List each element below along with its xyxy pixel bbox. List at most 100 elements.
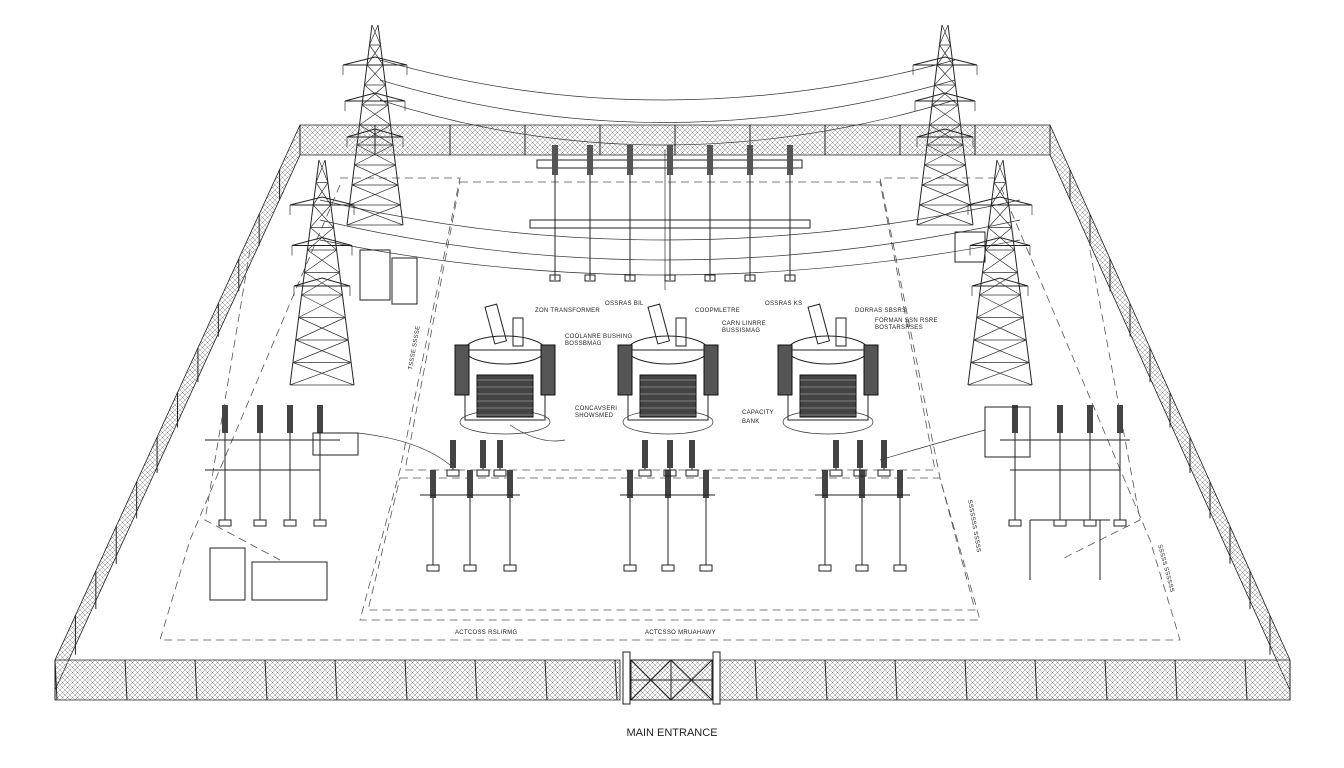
label: CONCAVSERI: [575, 406, 617, 412]
lattice-tower: [912, 24, 978, 226]
post-base: [744, 274, 756, 282]
fence-post: [54, 659, 58, 701]
post-base: [1083, 519, 1097, 527]
lattice-tower: [342, 24, 408, 226]
insulator: [703, 470, 709, 498]
insulator: [857, 440, 863, 468]
post-base: [877, 469, 891, 477]
insulator: [642, 440, 648, 468]
fence-post: [1174, 659, 1178, 701]
post-base: [493, 469, 507, 477]
insulator: [467, 470, 473, 498]
fence-post: [404, 659, 408, 701]
insulator: [587, 145, 593, 175]
post-base: [699, 564, 713, 572]
fence-post: [124, 659, 128, 701]
post-base: [426, 564, 440, 572]
fence-post: [1104, 659, 1108, 701]
insulator: [707, 145, 713, 175]
post-base: [704, 274, 716, 282]
insulator: [1012, 405, 1018, 433]
bushing: [647, 303, 671, 345]
post-base: [829, 469, 843, 477]
label: BANK: [742, 419, 760, 425]
insulator: [667, 145, 673, 175]
post-base: [663, 469, 677, 477]
road-label: TSSSE SSSSE: [408, 325, 422, 370]
post-base: [218, 519, 232, 527]
control-cabinets: [209, 231, 1031, 601]
road-label: ACTCOSS RSLIRMG: [455, 630, 518, 636]
label: OSSRAS BIL: [605, 301, 644, 307]
radiator: [540, 344, 556, 396]
insulator: [430, 470, 436, 498]
label: CARN LINRRE: [722, 321, 766, 327]
radiator: [454, 344, 470, 396]
insulator: [222, 405, 228, 433]
fence-post: [754, 659, 758, 701]
insulator: [627, 470, 633, 498]
radiator: [703, 344, 719, 396]
power-transformer: [617, 303, 719, 435]
radiator: [863, 344, 879, 396]
post-base: [855, 564, 869, 572]
fence-post: [264, 659, 268, 701]
label: DORRAS SBSRS: [855, 308, 906, 314]
fence-post: [194, 659, 198, 701]
post-base: [313, 519, 327, 527]
insulator: [627, 145, 633, 175]
post-base: [253, 519, 267, 527]
insulator: [507, 470, 513, 498]
road-label: SSSSSSS SSSSS: [966, 499, 981, 553]
post-base: [853, 469, 867, 477]
insulator: [667, 440, 673, 468]
insulator: [497, 440, 503, 468]
bushing: [484, 303, 508, 345]
radiator: [639, 374, 697, 418]
post-base: [818, 564, 832, 572]
post-base: [503, 564, 517, 572]
post-base: [624, 274, 636, 282]
post-base: [1053, 519, 1067, 527]
insulator: [897, 470, 903, 498]
insulator: [822, 470, 828, 498]
lattice-tower: [967, 159, 1033, 386]
insulator: [665, 470, 671, 498]
transmission-towers: [289, 24, 1033, 386]
insulator: [450, 440, 456, 468]
fence-post: [1034, 659, 1038, 701]
power-transformer: [777, 303, 879, 435]
insulator: [787, 145, 793, 175]
insulator: [1087, 405, 1093, 433]
insulator: [833, 440, 839, 468]
main-gate[interactable]: [622, 651, 721, 705]
post-base: [1113, 519, 1127, 527]
label: COOPMLETRE: [695, 308, 740, 314]
post-base: [283, 519, 297, 527]
fence-post: [334, 659, 338, 701]
fence-post: [1244, 659, 1248, 701]
fence-post: [614, 659, 618, 701]
insulator: [552, 145, 558, 175]
post-base: [549, 274, 561, 282]
radiator: [476, 374, 534, 418]
transformers: [454, 303, 879, 435]
insulator: [1117, 405, 1123, 433]
post-base: [893, 564, 907, 572]
post-base: [685, 469, 699, 477]
fence-post: [894, 659, 898, 701]
lattice-tower: [289, 159, 355, 386]
post-base: [661, 564, 675, 572]
insulator: [859, 470, 865, 498]
post-base: [463, 564, 477, 572]
fence-post: [544, 659, 548, 701]
insulator: [747, 145, 753, 175]
insulator: [480, 440, 486, 468]
power-transformer: [454, 303, 556, 435]
post-base: [623, 564, 637, 572]
post-base: [446, 469, 460, 477]
radiator: [617, 344, 633, 396]
bushing: [835, 317, 847, 347]
bushing: [675, 317, 687, 347]
post-base: [664, 274, 676, 282]
